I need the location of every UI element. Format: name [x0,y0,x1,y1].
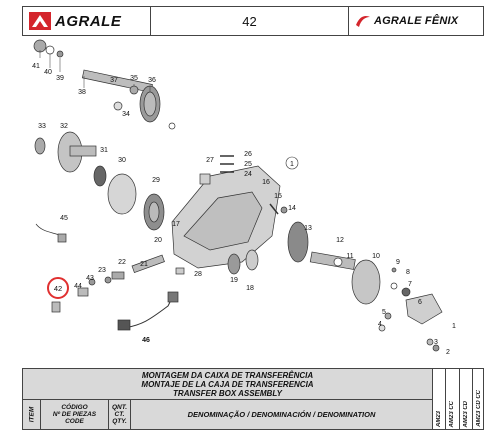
part-number-label: 31 [100,147,108,154]
part-number-label: 24 [244,171,252,178]
part-number-label: 36 [148,77,156,84]
part-number-label: 3 [434,339,438,346]
highlight-circle [47,277,69,299]
part-number-label: 12 [336,237,344,244]
transfer-box-exploded-view: 1234567891011121314151617181920212223242… [32,39,456,356]
part-number-label: 5 [382,309,386,316]
part-number-label: 44 [74,283,82,290]
agrale-logo: AGRALE [23,7,151,35]
version-col: AM23 CC [446,369,460,429]
col-qty-line-2: CT. [114,411,125,418]
part-number-label: 11 [346,253,353,260]
title-portuguese: MONTAGEM DA CAIXA DE TRANSFERÊNCIA [141,370,314,380]
circled-part-label: 42 [54,284,62,293]
col-denomination-header: DENOMINAÇÃO / DENOMINACIÓN / DENOMINATIO… [131,400,433,429]
part-number-label: 1 [452,323,456,330]
part-number-label: 19 [230,277,238,284]
part-number-label: 37 [110,77,118,84]
part-number-label: 27 [206,157,214,164]
part-number-label: 39 [56,75,64,82]
part-number-label: 46 [142,337,150,344]
title-english: TRANSFER BOX ASSEMBLY [173,388,282,398]
part-number-label: 13 [304,225,312,232]
part-number-label: 7 [408,281,412,288]
part-number-label: 32 [60,123,68,130]
part-number-label: 6 [418,299,422,306]
col-item-label: ITEM [28,406,35,423]
part-number-label: 22 [118,259,126,266]
part-number-label: 23 [98,267,106,274]
part-number-label: 4 [378,321,382,328]
part-number-label: 9 [396,259,400,266]
part-number-label: 20 [154,237,162,244]
title-spanish: MONTAJE DE LA CAJA DE TRANSFERENCIA [141,379,314,389]
part-number-label: 2 [446,349,450,356]
fenix-swoosh-icon [356,15,370,27]
page-header: AGRALE 42 AGRALE FÊNIX [22,6,484,36]
part-number-label: 26 [244,151,252,158]
part-number-label: 17 [172,221,180,228]
part-number-label: 25 [244,161,252,168]
agrale-logo-icon [29,12,51,30]
part-number-label: 21 [140,261,148,268]
group-label: 1 [290,161,294,168]
col-code-line-1: CÓDIGO [61,404,88,411]
col-code-line-3: CODE [65,418,84,425]
part-number-label: 34 [122,111,130,118]
agrale-fenix-logo: AGRALE FÊNIX [349,7,483,35]
part-number-label: 43 [86,275,94,282]
part-number-label: 40 [44,69,52,76]
part-number-label: 15 [274,193,282,200]
part-number-label: 10 [372,253,380,260]
brand-right: AGRALE FÊNIX [374,15,459,27]
brand-left: AGRALE [55,12,122,30]
col-code-header: CÓDIGO Nº DE PIEZAS CODE [41,400,109,429]
col-code-line-2: Nº DE PIEZAS [52,411,97,418]
version-col: AM23 [433,369,447,429]
part-number-label: 38 [78,89,86,96]
col-qty-line-3: QTY. [112,418,127,425]
part-number-label: 28 [194,271,202,278]
page-number: 42 [151,7,349,35]
version-col: AM23 CD [460,369,473,429]
part-number-label: 16 [262,179,270,186]
part-number-label: 33 [38,123,46,130]
title-block: MONTAGEM DA CAIXA DE TRANSFERÊNCIA MONTA… [22,368,484,430]
col-qty-line-1: QNT. [111,404,128,411]
part-number-label: 14 [288,205,296,212]
part-number-label: 29 [152,177,160,184]
col-item-header: ITEM [23,400,41,429]
part-number-label: 18 [246,285,254,292]
part-number-label: 41 [32,63,40,70]
part-number-label: 35 [130,75,138,82]
column-headers: ITEM CÓDIGO Nº DE PIEZAS CODE QNT. CT. Q… [23,400,433,429]
col-qty-header: QNT. CT. QTY. [109,400,131,429]
group-callout-circle [285,156,299,170]
version-columns: AM23 AM23 CC AM23 CD AM23 CD CC [433,369,485,429]
assembly-title: MONTAGEM DA CAIXA DE TRANSFERÊNCIA MONTA… [23,369,433,400]
part-number-label: 30 [118,157,126,164]
part-number-label: 45 [60,215,68,222]
part-number-label: 8 [406,269,410,276]
version-col: AM23 CD CC [475,390,482,427]
